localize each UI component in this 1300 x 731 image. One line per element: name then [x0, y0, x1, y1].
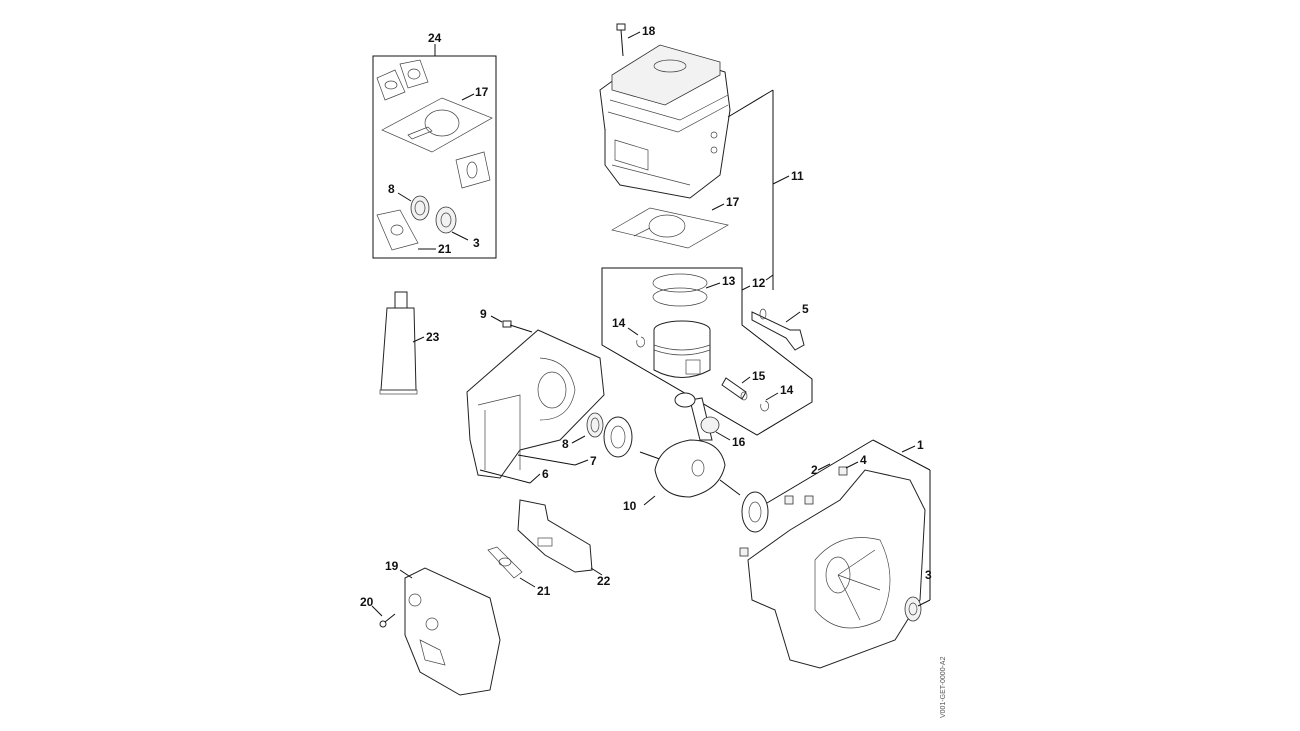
- callout-8[interactable]: 8: [562, 437, 569, 451]
- callout-23[interactable]: 23: [426, 330, 440, 344]
- muffler-gasket-in-set: [455, 151, 491, 189]
- callout-12[interactable]: 12: [752, 276, 766, 290]
- callout-14-left[interactable]: 14: [612, 316, 626, 330]
- callout-21-set[interactable]: 21: [438, 242, 452, 256]
- cylinder-gasket-in-set: [381, 97, 493, 153]
- piston: [653, 320, 711, 378]
- drawing-code: V001-GET-0000-A2: [940, 656, 947, 718]
- oil-seal-3-in-set: [435, 206, 457, 234]
- cylinder: [599, 44, 731, 199]
- muffler-gasket: [487, 546, 523, 579]
- gasket-set-group: 24 17 8: [372, 31, 497, 259]
- callout-14-right[interactable]: 14: [780, 383, 794, 397]
- cooling-plate: [517, 499, 593, 573]
- sleeves: [739, 466, 848, 557]
- callout-11[interactable]: 11: [791, 169, 804, 183]
- callout-8-set[interactable]: 8: [388, 182, 395, 196]
- callout-3[interactable]: 3: [925, 568, 932, 582]
- callout-10[interactable]: 10: [623, 499, 637, 513]
- ball-bearing-7: [603, 416, 633, 458]
- oil-seal-8: [586, 412, 604, 438]
- snap-ring-right: [760, 400, 770, 412]
- callout-21[interactable]: 21: [537, 584, 551, 598]
- callout-4[interactable]: 4: [860, 453, 867, 467]
- intake-gasket-small: [376, 69, 406, 101]
- callout-17-set[interactable]: 17: [475, 85, 489, 99]
- sealant-tube: [379, 291, 418, 395]
- piston-pin: [721, 377, 748, 401]
- callout-13[interactable]: 13: [722, 274, 736, 288]
- callout-2[interactable]: 2: [811, 463, 818, 477]
- callout-24[interactable]: 24: [428, 31, 442, 45]
- piston-group: 12 13 14 15 14: [601, 267, 813, 436]
- crankcase-half: [466, 329, 605, 479]
- callout-22[interactable]: 22: [597, 574, 611, 588]
- callout-15[interactable]: 15: [752, 369, 766, 383]
- muffler: [404, 567, 501, 696]
- callout-16[interactable]: 16: [732, 435, 746, 449]
- cylinder-gasket: [611, 207, 729, 249]
- cylinder-screw: [616, 23, 626, 57]
- exhaust-gasket-in-set: [376, 209, 419, 251]
- callout-3-set[interactable]: 3: [473, 236, 480, 250]
- callout-7[interactable]: 7: [590, 454, 597, 468]
- callout-20[interactable]: 20: [360, 595, 374, 609]
- callout-5[interactable]: 5: [802, 302, 809, 316]
- callout-19[interactable]: 19: [385, 559, 399, 573]
- muffler-screw: [379, 613, 396, 628]
- snap-ring-left: [636, 336, 646, 348]
- piston-group-frame: [601, 267, 813, 436]
- crankcase-screw: [502, 320, 533, 333]
- intake-gasket-small-2: [399, 59, 429, 89]
- crankcase-assembly: [747, 469, 926, 669]
- crankshaft: [639, 392, 741, 498]
- ball-bearing-2: [741, 491, 769, 533]
- oil-seal-8-in-set: [410, 195, 430, 221]
- callout-1[interactable]: 1: [917, 438, 924, 452]
- callout-6[interactable]: 6: [542, 467, 549, 481]
- callout-9[interactable]: 9: [480, 307, 487, 321]
- callout-17[interactable]: 17: [726, 195, 740, 209]
- oil-seal-3: [904, 596, 922, 622]
- needle-cage: [700, 416, 720, 434]
- decompression-valve: [751, 308, 805, 351]
- callout-18[interactable]: 18: [642, 24, 656, 38]
